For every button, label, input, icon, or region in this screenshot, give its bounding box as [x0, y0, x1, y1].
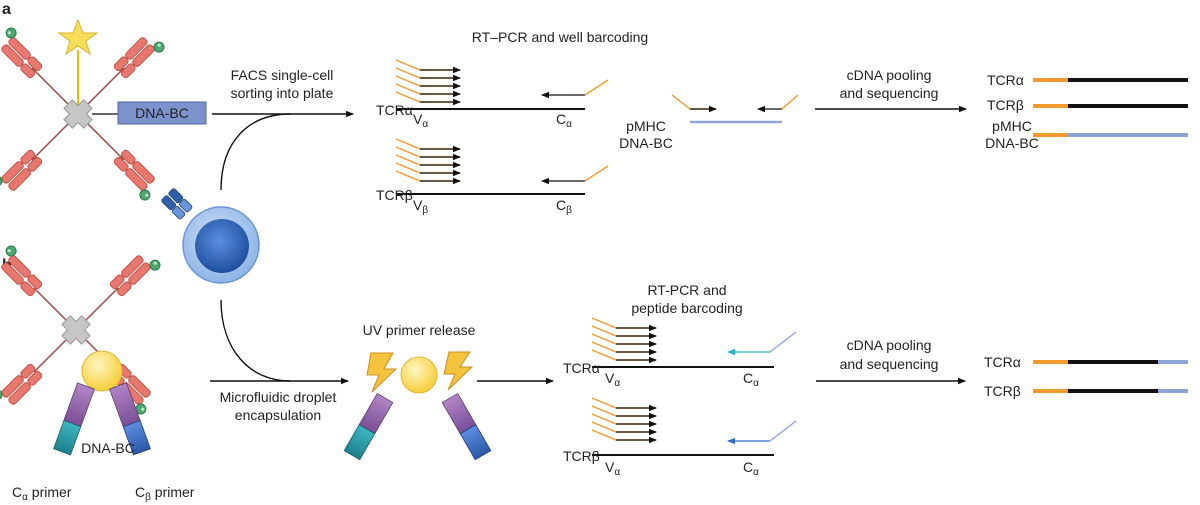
- c-alpha-label-a: Cα: [556, 111, 572, 130]
- pmhc-dnabc-amplicon: [671, 94, 799, 124]
- read-tcr-alpha-label-a: TCRα: [987, 72, 1024, 88]
- fluorophore-star-icon: [57, 18, 99, 56]
- read-tcr-beta-label-b: TCRβ: [984, 383, 1021, 399]
- facs-label-line1: FACS single-cell: [231, 67, 334, 83]
- tcr-receptor-icon: [161, 188, 193, 220]
- cdna-label-a-line1: cDNA pooling: [847, 67, 932, 83]
- microfluidic-label-line2: encapsulation: [235, 407, 321, 423]
- c-alpha-label-b: Cα: [743, 370, 759, 389]
- cdna-label-b-line2: and sequencing: [840, 356, 939, 372]
- bead-primers-b: [53, 382, 151, 456]
- panel-label-a: a: [2, 1, 11, 18]
- dna-bc-label: DNA-BC: [135, 105, 189, 121]
- tcr-alpha-label-b: TCRα: [563, 360, 600, 376]
- t-cell: [161, 188, 260, 284]
- tcr-alpha-template-a: [395, 59, 609, 110]
- uv-lightning-right-icon: [443, 351, 474, 391]
- bead-released: [400, 356, 438, 394]
- cell-connector-a: [220, 113, 291, 191]
- read-pmhc-label-line1: pMHC: [992, 118, 1032, 134]
- c-beta-label-a: Cβ: [556, 197, 572, 216]
- read-pmhc-label-line2: DNA-BC: [985, 135, 1039, 151]
- facs-label-line2: sorting into plate: [231, 85, 334, 101]
- uv-lightning-left-icon: [366, 352, 398, 393]
- bead-b: [81, 350, 123, 392]
- c-alpha-primer-label: Cα primer: [12, 484, 72, 503]
- c-alpha-label-b2: Cα: [743, 459, 759, 478]
- pmhc-dnabc-label-line2: DNA-BC: [619, 135, 673, 151]
- pmhc-dnabc-label-line1: pMHC: [626, 118, 666, 134]
- tcr-alpha-template-b: [591, 317, 797, 368]
- v-alpha-label-b: Vα: [605, 370, 620, 389]
- read-tcr-beta-label-a: TCRβ: [987, 97, 1024, 113]
- rtpcr-well-title: RT–PCR and well barcoding: [472, 29, 648, 45]
- b-dnabc-label: DNA-BC: [81, 440, 135, 456]
- c-beta-primer-label: Cβ primer: [135, 484, 195, 503]
- rtpcr-pep-title-line1: RT-PCR and: [647, 282, 726, 298]
- microfluidic-label-line1: Microfluidic droplet: [220, 389, 337, 405]
- v-beta-label-a: Vβ: [413, 197, 428, 216]
- released-primers: [343, 392, 492, 461]
- tcr-beta-template-a: [395, 138, 609, 195]
- v-alpha-label-a: Vα: [413, 111, 428, 130]
- rtpcr-pep-title-line2: peptide barcoding: [631, 300, 742, 316]
- cdna-label-b-line1: cDNA pooling: [847, 337, 932, 353]
- uv-release-label: UV primer release: [363, 322, 476, 338]
- tcr-alpha-label-a: TCRα: [376, 102, 413, 118]
- cdna-label-a-line2: and sequencing: [840, 85, 939, 101]
- read-tcr-alpha-label-b: TCRα: [984, 354, 1021, 370]
- cell-connector-b: [220, 299, 291, 382]
- dna-bc-box: [117, 101, 207, 125]
- pmhc-tetramer-a: [0, 18, 167, 203]
- tcr-beta-template-b: [591, 397, 797, 456]
- v-alpha-label-b2: Vα: [605, 459, 620, 478]
- tcr-beta-label-a: TCRβ: [376, 187, 413, 203]
- tcr-beta-label-b: TCRβ: [563, 448, 600, 464]
